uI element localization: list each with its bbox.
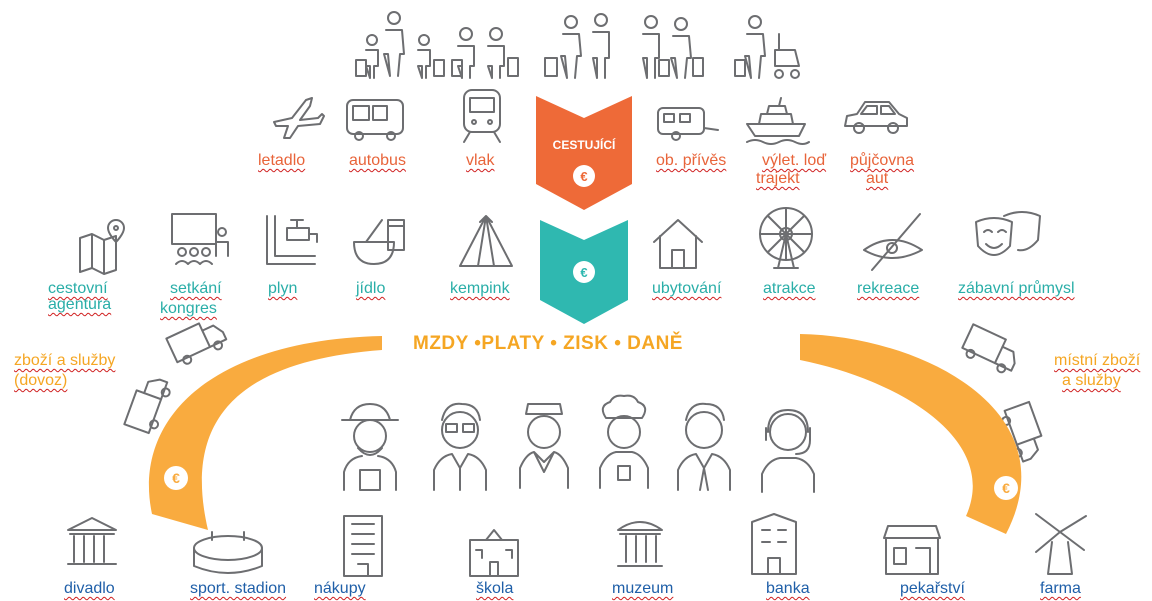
imports-label: zboží a služby: [14, 352, 116, 369]
conference-icon: [171, 213, 229, 265]
service-label: plyn: [268, 280, 298, 297]
transport-label: autobus: [349, 152, 406, 169]
money-flow-title: MZDY •PLATY • ZISK • DANĚ: [413, 333, 683, 354]
museum-icon: [617, 521, 663, 567]
food-bowl-icon: [353, 219, 405, 265]
sailor-icon: [519, 403, 569, 489]
ferris-wheel-icon: [759, 207, 813, 269]
left-money-flow-arc: [148, 336, 382, 530]
windmill-icon: [1035, 513, 1087, 575]
euro-coin-icon: [573, 261, 595, 283]
euro-symbol: €: [1002, 480, 1010, 496]
transport-label: vlak: [466, 152, 495, 169]
euro-symbol: €: [580, 169, 587, 184]
operator-headset-icon: [761, 409, 815, 493]
travelers-chevron: [536, 96, 632, 210]
businessman-icon: [677, 402, 731, 491]
truck-icon: [165, 322, 228, 365]
tent-icon: [459, 215, 513, 267]
transport-label: výlet. loď: [762, 152, 827, 169]
farmer-icon: [341, 403, 399, 491]
transport-label-line2: trajekt: [756, 170, 800, 187]
truck-icon: [123, 378, 171, 435]
service-label: kempink: [450, 280, 510, 297]
service-label: jídlo: [356, 280, 386, 297]
transport-label: letadlo: [258, 152, 306, 169]
school-icon: [469, 529, 519, 577]
imports-label-line2: (dovoz): [14, 372, 68, 389]
truck-icon: [961, 323, 1016, 374]
service-label-line2: agentura: [48, 296, 112, 313]
euro-coin-icon: [573, 165, 595, 187]
euro-coin-icon: [994, 476, 1018, 500]
local-goods-label-line2: a služby: [1062, 372, 1121, 389]
bus-icon: [346, 99, 404, 141]
car-icon: [844, 101, 908, 134]
service-label-line2: kongres: [160, 300, 217, 317]
shopping-building-icon: [343, 515, 383, 577]
transport-label: půjčovna: [850, 152, 915, 169]
bank-icon: [751, 513, 797, 575]
place-label: muzeum: [612, 580, 674, 597]
stadium-icon: [193, 531, 263, 574]
service-label: atrakce: [763, 280, 816, 297]
transport-label: ob. přívěs: [656, 152, 727, 169]
service-label: rekreace: [857, 280, 920, 297]
place-label: pekařství: [900, 580, 965, 597]
place-label: farma: [1040, 580, 1081, 597]
chef-icon: [599, 394, 649, 489]
euro-symbol: €: [580, 265, 587, 280]
theater-building-icon: [67, 517, 117, 565]
house-icon: [653, 219, 703, 269]
bakery-icon: [883, 525, 941, 575]
place-label: sport. stadion: [190, 580, 287, 597]
train-icon: [463, 89, 501, 143]
theater-masks-icon: [975, 211, 1041, 256]
service-label: setkání: [170, 280, 222, 297]
travelers-icon: [355, 11, 800, 79]
place-label: škola: [476, 580, 514, 597]
place-label: banka: [766, 580, 810, 597]
right-money-flow-arc: [800, 334, 1022, 534]
map-pin-icon: [79, 219, 125, 275]
faucet-icon: [266, 215, 318, 265]
caravan-icon: [657, 107, 719, 141]
kayak-icon: [863, 213, 923, 271]
ship-icon: [746, 97, 810, 145]
transport-label-line2: aut: [866, 170, 889, 187]
service-label: cestovní: [48, 280, 108, 297]
businessman-glasses-icon: [433, 402, 487, 491]
place-label: nákupy: [314, 580, 366, 597]
service-label: zábavní průmysl: [958, 280, 1075, 297]
local-goods-label: místní zboží: [1054, 352, 1141, 369]
travelers-label: CESTUJÍCÍ: [552, 138, 616, 152]
euro-symbol: €: [172, 470, 180, 486]
airplane-icon: [273, 97, 325, 139]
euro-coin-icon: [164, 466, 188, 490]
service-label: ubytování: [652, 280, 722, 297]
place-label: divadlo: [64, 580, 115, 597]
